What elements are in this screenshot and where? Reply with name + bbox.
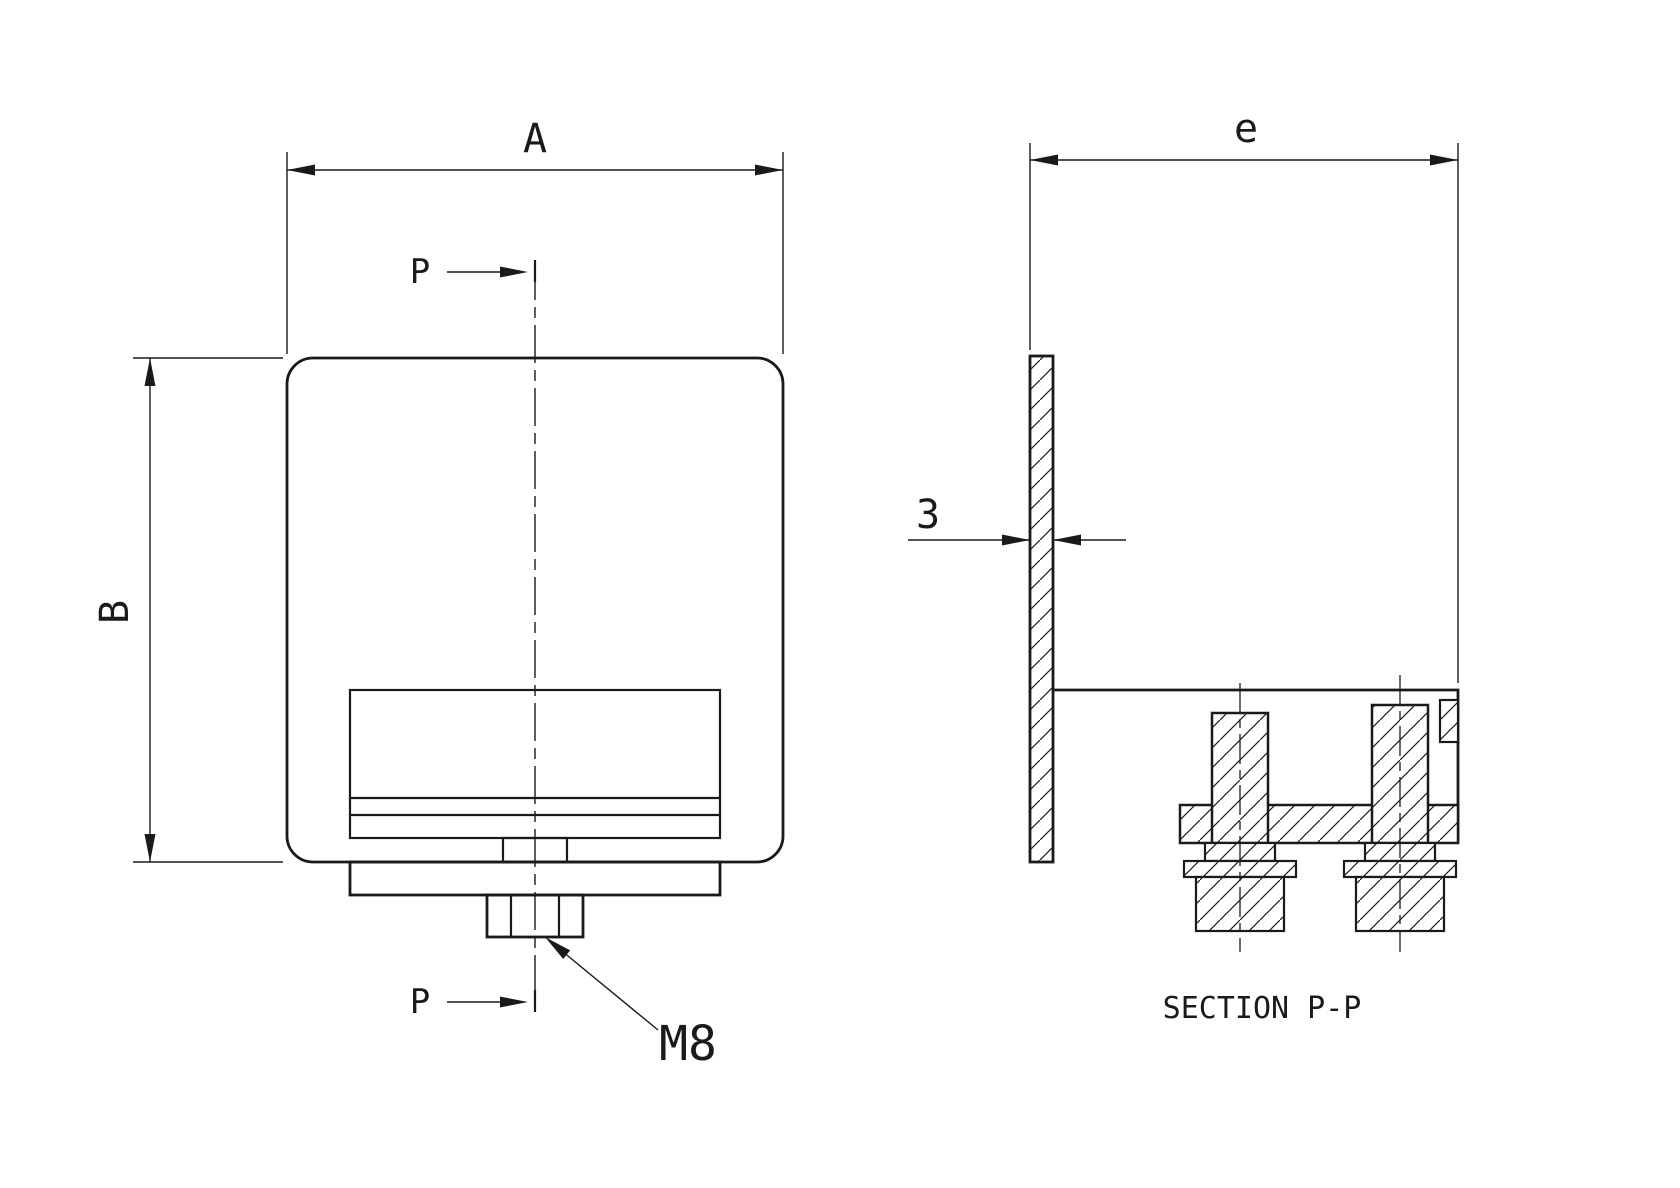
section-view: e 3 [908, 106, 1460, 1026]
dim-b: B [92, 357, 283, 863]
thread-leader-arrow-icon [545, 937, 571, 959]
hex-nut-front [485, 893, 585, 939]
dim-b-arrow-top [144, 358, 156, 386]
dim-thickness-arrow-right [1053, 534, 1081, 546]
thread-callout: M8 [545, 937, 717, 1072]
section-caption: SECTION P-P [1163, 991, 1362, 1026]
dim-e-arrow-right [1430, 154, 1458, 166]
gate-plate-section [1028, 354, 1055, 864]
dim-a-label: A [523, 116, 547, 162]
section-cut-bottom: P [410, 982, 537, 1022]
dim-a-arrow-left [287, 164, 315, 176]
dim-a: A [286, 116, 784, 354]
section-label-top: P [410, 252, 430, 292]
dim-e: e [1029, 106, 1459, 683]
thread-callout-label: M8 [659, 1016, 717, 1072]
dim-thickness-arrow-left [1002, 534, 1030, 546]
thread-leader-line [550, 941, 659, 1031]
front-view: A B P P [92, 116, 785, 1072]
dim-b-label: B [92, 600, 138, 624]
dim-a-arrow-right [755, 164, 783, 176]
section-arrow-top-icon [500, 266, 528, 278]
bolt-right-shank [1370, 703, 1430, 845]
dim-e-label: e [1234, 106, 1258, 152]
dim-e-arrow-left [1030, 154, 1058, 166]
section-arrow-bottom-icon [500, 996, 528, 1008]
dim-b-arrow-bottom [144, 834, 156, 862]
hex-nut-body [485, 893, 585, 939]
carriage-profile [1053, 688, 1460, 843]
dim-thickness-label: 3 [916, 492, 940, 538]
dim-thickness: 3 [908, 492, 1126, 546]
section-label-bottom: P [410, 982, 430, 1022]
rail-lip-section [1438, 698, 1460, 744]
section-cut-top: P [410, 252, 537, 292]
